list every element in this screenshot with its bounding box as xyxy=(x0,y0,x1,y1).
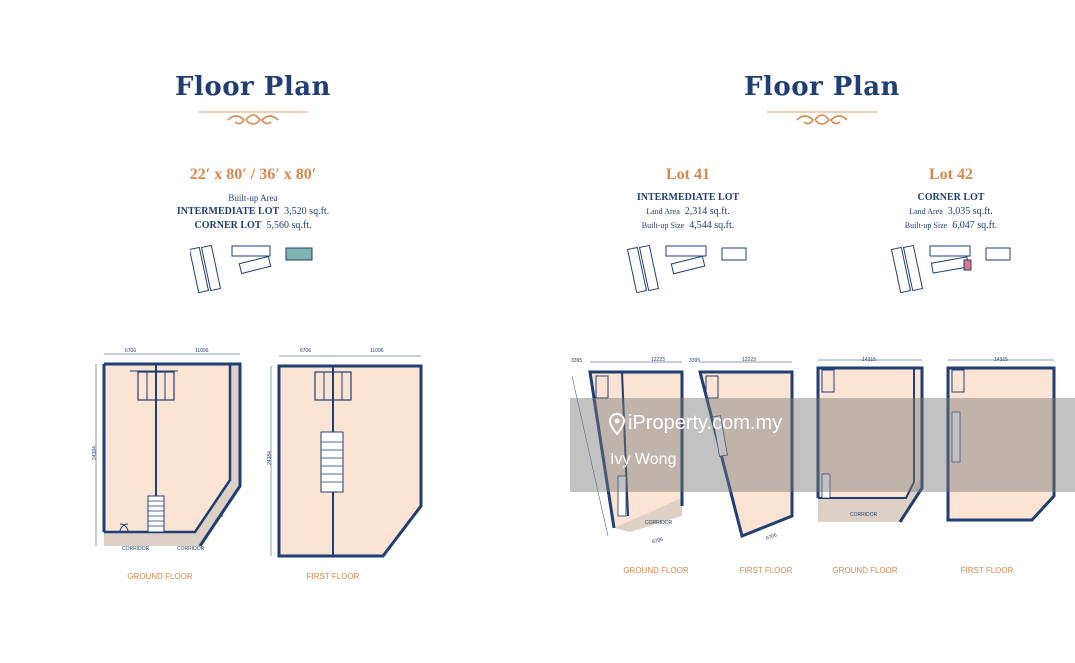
lot41-builtup-row: Built-up Size 4,544 sq.ft. xyxy=(538,219,838,233)
dim-lot42-ff-b: 14315 xyxy=(994,357,1008,363)
watermark-brand: iProperty.com.my xyxy=(628,412,783,434)
dim-lot41-ff-c: 3395 xyxy=(689,358,701,364)
intermediate-lot-row: INTERMEDIATE LOT 3,520 sq.ft. xyxy=(103,205,403,219)
corridor-lot41: CORRIDOR xyxy=(645,520,673,526)
lot41-ground-floor-plan xyxy=(571,361,684,537)
dim-left-b: 11096 xyxy=(195,348,209,354)
lot41-builtup-value: 4,544 sq.ft. xyxy=(689,220,735,231)
dim-left-ff-h: 24384 xyxy=(266,451,273,465)
corner-lot-value: 5,560 sq.ft. xyxy=(266,220,312,231)
lot42-key-plan-icon xyxy=(890,244,1011,294)
corner-lot-row: CORNER LOT 5,560 sq.ft. xyxy=(103,219,403,233)
dim-left-a: 6706 xyxy=(125,348,137,354)
ornament-icon xyxy=(198,111,308,125)
caption-lot42-ground: GROUND FLOOR xyxy=(832,566,898,575)
caption-lot41-ground: GROUND FLOOR xyxy=(623,566,689,575)
lot42-ground-floor-plan xyxy=(816,359,924,523)
corridor-lot42: CORRIDOR xyxy=(850,512,878,518)
corridor-left-2: CORRIDOR xyxy=(177,546,205,552)
dim-lot41-ff-a: 12223 xyxy=(742,357,756,363)
left-first-floor-plan xyxy=(270,355,423,558)
watermark-band xyxy=(570,398,1075,492)
lot41-key-plan-icon xyxy=(626,244,747,294)
dim-left-h: 24384 xyxy=(91,446,98,460)
lot42-name: Lot 42 xyxy=(929,166,973,183)
lot42-first-floor-plan xyxy=(946,359,1056,522)
lot41-name: Lot 41 xyxy=(666,166,710,183)
caption-left-first-floor: FIRST FLOOR xyxy=(306,572,360,581)
caption-left-ground-floor: GROUND FLOOR xyxy=(127,572,193,581)
dim-lot42-gf-b: 14315 xyxy=(862,357,876,363)
lot42-land-row: Land Area 3,035 sq.ft. xyxy=(801,205,1075,219)
location-pin-icon xyxy=(608,413,626,435)
lot42-land-value: 3,035 sq.ft. xyxy=(947,206,993,217)
lot41-land-value: 2,314 sq.ft. xyxy=(684,206,730,217)
dim-left-ff-a: 6706 xyxy=(300,348,312,354)
left-title: Floor Plan xyxy=(175,72,331,102)
lot41-type: INTERMEDIATE LOT xyxy=(636,192,740,203)
right-title: Floor Plan xyxy=(744,72,900,102)
ornament-icon xyxy=(767,111,877,125)
builtup-label: Built-up Area xyxy=(228,193,278,203)
caption-lot42-first: FIRST FLOOR xyxy=(960,566,1014,575)
lot41-builtup-label: Built-up Size xyxy=(641,221,685,230)
dim-lot41-gf-a: 12223 xyxy=(651,357,665,363)
lot42-type: CORNER LOT xyxy=(917,192,985,203)
lot41-land-row: Land Area 2,314 sq.ft. xyxy=(538,205,838,219)
lot42-land-label: Land Area xyxy=(909,207,943,216)
lot42-builtup-label: Built-up Size xyxy=(904,221,948,230)
intermediate-lot-label: INTERMEDIATE LOT xyxy=(176,206,280,217)
left-key-plan-icon xyxy=(190,244,313,294)
dim-lot41-gf-c: 3395 xyxy=(571,358,583,364)
unit-size: 22′ x 80′ / 36′ x 80′ xyxy=(189,166,317,183)
left-ground-floor-plan xyxy=(95,353,242,547)
watermark-agent: Ivy Wong xyxy=(610,451,677,468)
lot42-builtup-value: 6,047 sq.ft. xyxy=(952,220,998,231)
corner-lot-label: CORNER LOT xyxy=(194,220,262,231)
lot41-first-floor-plan xyxy=(698,361,794,539)
lot42-builtup-row: Built-up Size 6,047 sq.ft. xyxy=(801,219,1075,233)
caption-lot41-first: FIRST FLOOR xyxy=(739,566,793,575)
dim-left-ff-b: 11096 xyxy=(370,348,384,354)
corridor-left-1: CORRIDOR xyxy=(122,546,150,552)
intermediate-lot-value: 3,520 sq.ft. xyxy=(284,206,330,217)
lot41-land-label: Land Area xyxy=(646,207,680,216)
